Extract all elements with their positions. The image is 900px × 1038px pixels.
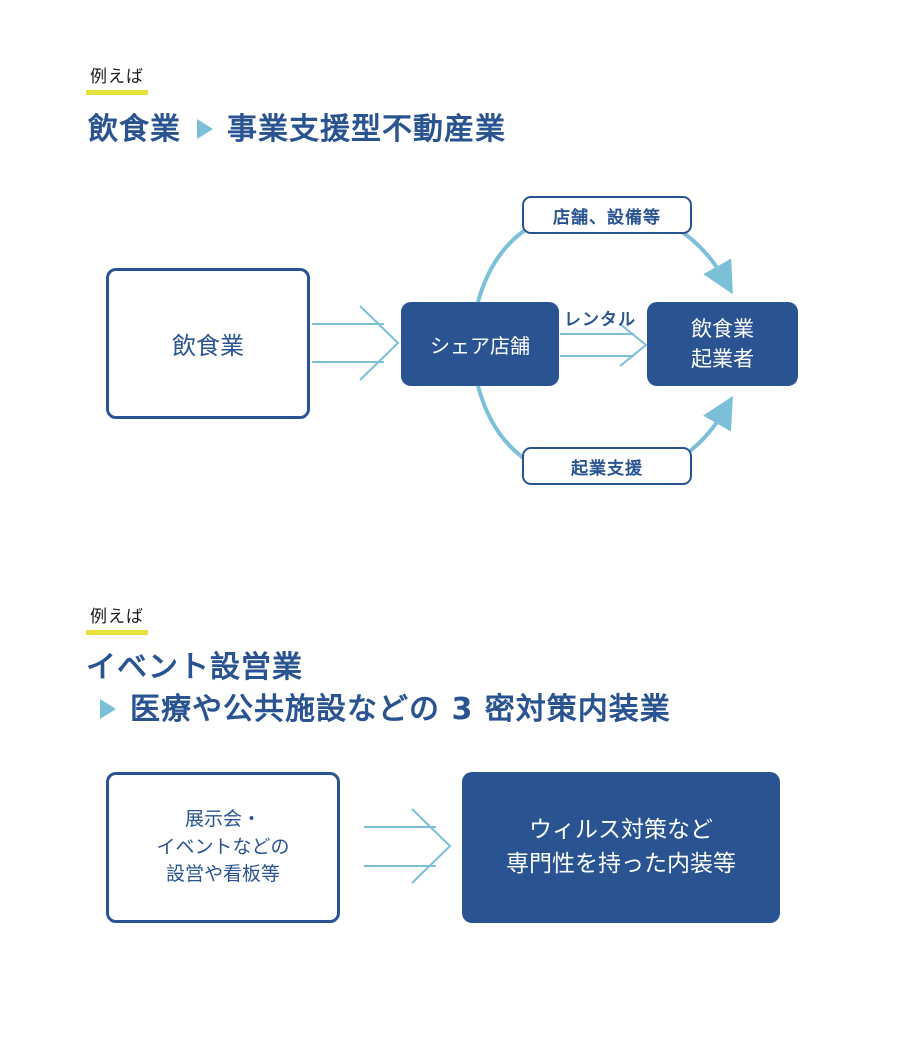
triangle-arrow-icon [100, 698, 116, 719]
example1-middle-box: シェア店舗 [401, 302, 559, 386]
double-arrow-icon [364, 808, 452, 884]
example2-heading-line1: イベント設営業 [86, 650, 303, 685]
example2-heading-line2-text: 医療や公共施設などの 3 密対策内装業 [130, 692, 671, 727]
example1-tag: 例えば [86, 62, 148, 95]
example2-heading-line2: 医療や公共施設などの 3 密対策内装業 [86, 684, 671, 728]
example1-heading: 飲食業 事業支援型不動産業 [88, 104, 506, 148]
example1-source-box: 飲食業 [106, 268, 310, 419]
example1-target-box: 飲食業 起業者 [647, 302, 798, 386]
example2-tag: 例えば [86, 602, 148, 635]
example1-top-pill: 店舗、設備等 [522, 196, 692, 234]
example1-rental-label: レンタル [564, 310, 636, 330]
example1-bottom-pill: 起業支援 [522, 447, 692, 485]
double-arrow-icon [560, 323, 648, 367]
example1-heading-left: 飲食業 [88, 112, 181, 147]
double-arrow-icon [312, 305, 400, 381]
example1-heading-right: 事業支援型不動産業 [227, 112, 506, 147]
triangle-arrow-icon [197, 118, 213, 139]
example2-source-box: 展示会・ イベントなどの 設営や看板等 [106, 772, 340, 923]
example2-target-box: ウィルス対策など 専門性を持った内装等 [462, 772, 780, 923]
